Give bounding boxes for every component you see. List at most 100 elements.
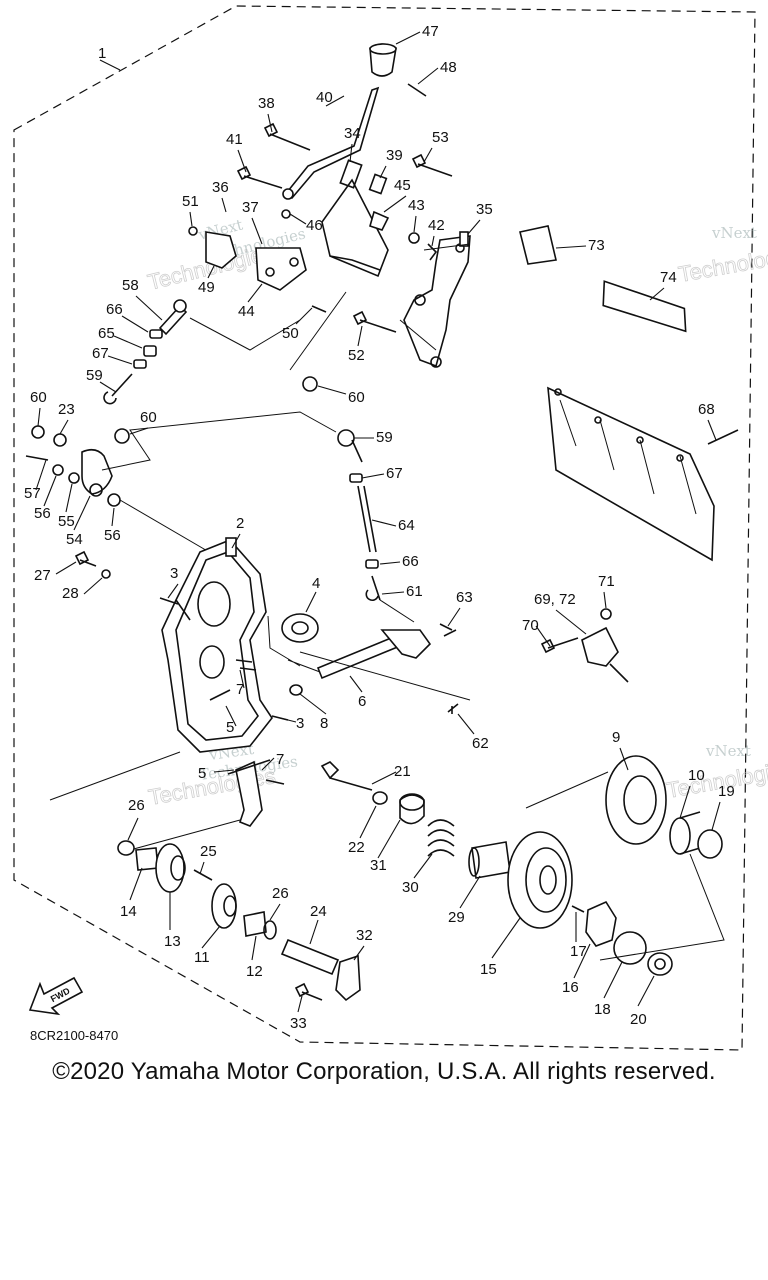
callout-36: 36 xyxy=(212,179,229,196)
callout-68: 68 xyxy=(698,401,715,418)
callout-51: 51 xyxy=(182,193,199,210)
callout-5a: 5 xyxy=(226,719,234,736)
callout-5b: 5 xyxy=(198,765,206,782)
callout-2: 2 xyxy=(236,515,244,532)
shift-lever-group xyxy=(188,43,471,392)
callout-7a: 7 xyxy=(236,681,244,698)
callout-29: 29 xyxy=(448,909,465,926)
callout-31: 31 xyxy=(370,857,387,874)
callout-62: 62 xyxy=(472,735,489,752)
callout-7b: 7 xyxy=(276,751,284,768)
watermark-text-6: vNext xyxy=(705,742,751,760)
callout-46: 46 xyxy=(306,217,323,234)
callout-67b: 67 xyxy=(386,465,403,482)
callout-60b: 60 xyxy=(140,409,157,426)
callout-64: 64 xyxy=(398,517,415,534)
callout-22: 22 xyxy=(348,839,365,856)
callout-19: 19 xyxy=(718,783,735,800)
callout-65: 65 xyxy=(98,325,115,342)
callout-56a: 56 xyxy=(34,505,51,522)
callout-59b: 59 xyxy=(376,429,393,446)
callout-43: 43 xyxy=(408,197,425,214)
callout-74: 74 xyxy=(660,269,677,286)
callout-45: 45 xyxy=(394,177,411,194)
callout-3b: 3 xyxy=(296,715,304,732)
callout-8: 8 xyxy=(320,715,328,732)
shift-rod-group xyxy=(299,429,471,714)
callout-40: 40 xyxy=(316,89,333,106)
callout-49: 49 xyxy=(198,279,215,296)
callout-52: 52 xyxy=(348,347,365,364)
callout-39: 39 xyxy=(386,147,403,164)
leader-lines xyxy=(35,31,721,1013)
callout-17: 17 xyxy=(570,943,587,960)
callout-labels: 1 2 3 3 4 5 5 6 7 7 8 9 10 11 12 13 14 1… xyxy=(24,23,735,1032)
callout-14: 14 xyxy=(120,903,137,920)
callout-11: 11 xyxy=(194,949,210,966)
watermark-outline-2: Technologies xyxy=(677,240,768,287)
callout-70: 70 xyxy=(522,617,539,634)
callout-67a: 67 xyxy=(92,345,109,362)
callout-60a: 60 xyxy=(30,389,47,406)
callout-47: 47 xyxy=(422,23,439,40)
callout-34: 34 xyxy=(344,125,361,142)
callout-25: 25 xyxy=(200,843,217,860)
watermark-outline-4: Technologies xyxy=(665,756,768,803)
callout-66a: 66 xyxy=(106,301,123,318)
callout-63: 63 xyxy=(456,589,473,606)
callout-55: 55 xyxy=(58,513,75,530)
callout-20: 20 xyxy=(630,1011,647,1028)
callout-48: 48 xyxy=(440,59,457,76)
callout-54: 54 xyxy=(66,531,83,548)
callout-50: 50 xyxy=(282,325,299,342)
watermark-text-3: vNext xyxy=(711,224,757,242)
callout-44: 44 xyxy=(238,303,255,320)
callout-3a: 3 xyxy=(170,565,178,582)
callout-41: 41 xyxy=(226,131,243,148)
callout-71: 71 xyxy=(598,573,615,590)
callout-13: 13 xyxy=(164,933,181,950)
callout-4: 4 xyxy=(312,575,320,592)
linkage-group xyxy=(25,299,337,571)
callout-56b: 56 xyxy=(104,527,121,544)
case-group xyxy=(49,537,321,851)
callout-38: 38 xyxy=(258,95,275,112)
callout-1: 1 xyxy=(98,45,106,62)
callout-12: 12 xyxy=(246,963,263,980)
callout-26a: 26 xyxy=(128,797,145,814)
diagram-code: 8CR2100-8470 xyxy=(30,1028,118,1043)
callout-32: 32 xyxy=(356,927,373,944)
callout-24: 24 xyxy=(310,903,327,920)
fwd-arrow-icon: FWD xyxy=(28,976,84,1016)
callout-30: 30 xyxy=(402,879,419,896)
callout-66b: 66 xyxy=(402,553,419,570)
callout-61: 61 xyxy=(406,583,423,600)
callout-28: 28 xyxy=(62,585,79,602)
callout-27: 27 xyxy=(34,567,51,584)
callout-35: 35 xyxy=(476,201,493,218)
callout-10: 10 xyxy=(688,767,705,784)
callout-60c: 60 xyxy=(348,389,365,406)
callout-15: 15 xyxy=(480,961,497,978)
copyright-notice: ©2020 Yamaha Motor Corporation, U.S.A. A… xyxy=(52,1058,716,1085)
callout-16: 16 xyxy=(562,979,579,996)
callout-33: 33 xyxy=(290,1015,307,1032)
callout-53: 53 xyxy=(432,129,449,146)
callout-59a: 59 xyxy=(86,367,103,384)
callout-21: 21 xyxy=(394,763,411,780)
callout-23: 23 xyxy=(58,401,75,418)
callout-57: 57 xyxy=(24,485,41,502)
callout-26b: 26 xyxy=(272,885,289,902)
assembly-boundary xyxy=(13,5,756,1051)
parts-diagram: vNext Technologies Technologies vNext Te… xyxy=(13,5,768,1051)
callout-73: 73 xyxy=(588,237,605,254)
callout-6: 6 xyxy=(358,693,366,710)
callout-37: 37 xyxy=(242,199,259,216)
gear-train-group xyxy=(117,755,725,1002)
callout-18: 18 xyxy=(594,1001,611,1018)
right-parts-group xyxy=(519,225,739,683)
callout-58: 58 xyxy=(122,277,139,294)
callout-69-72: 69, 72 xyxy=(534,591,576,608)
callout-42: 42 xyxy=(428,217,445,234)
callout-9: 9 xyxy=(612,729,620,746)
